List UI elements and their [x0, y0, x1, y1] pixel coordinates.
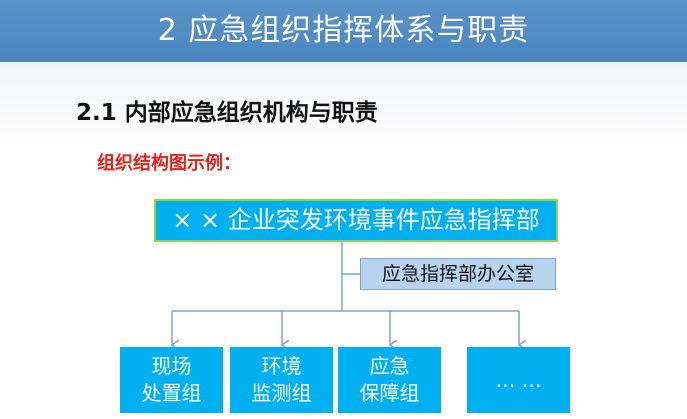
- team-label-line2: 处置组: [141, 381, 202, 405]
- team-label-line2: 保障组: [359, 381, 420, 405]
- team-box-onsite: 现场 处置组: [120, 347, 223, 413]
- team-box-support: 应急 保障组: [338, 347, 441, 413]
- chart-subtitle: 组织结构图示例：: [97, 153, 241, 174]
- team-label-line1: 应急: [369, 354, 410, 378]
- command-office-box: 应急指挥部办公室: [360, 258, 556, 290]
- team-label-line2: 监测组: [251, 381, 312, 405]
- team-label-line1: 环境: [261, 354, 302, 378]
- section-title: 2.1 内部应急组织机构与职责: [76, 100, 378, 126]
- title-banner: 2 应急组织指挥体系与职责: [0, 0, 687, 62]
- command-headquarters-box: × × 企业突发环境事件应急指挥部: [154, 199, 558, 242]
- banner-title: 2 应急组织指挥体系与职责: [157, 13, 530, 48]
- command-headquarters-label: × × 企业突发环境事件应急指挥部: [172, 206, 540, 234]
- team-box-more: … …: [467, 347, 570, 413]
- team-label-ellipsis: … …: [495, 368, 542, 392]
- section-band: [0, 62, 687, 152]
- team-label-line1: 现场: [151, 354, 192, 378]
- command-office-label: 应急指挥部办公室: [381, 263, 534, 285]
- team-box-monitoring: 环境 监测组: [230, 347, 333, 413]
